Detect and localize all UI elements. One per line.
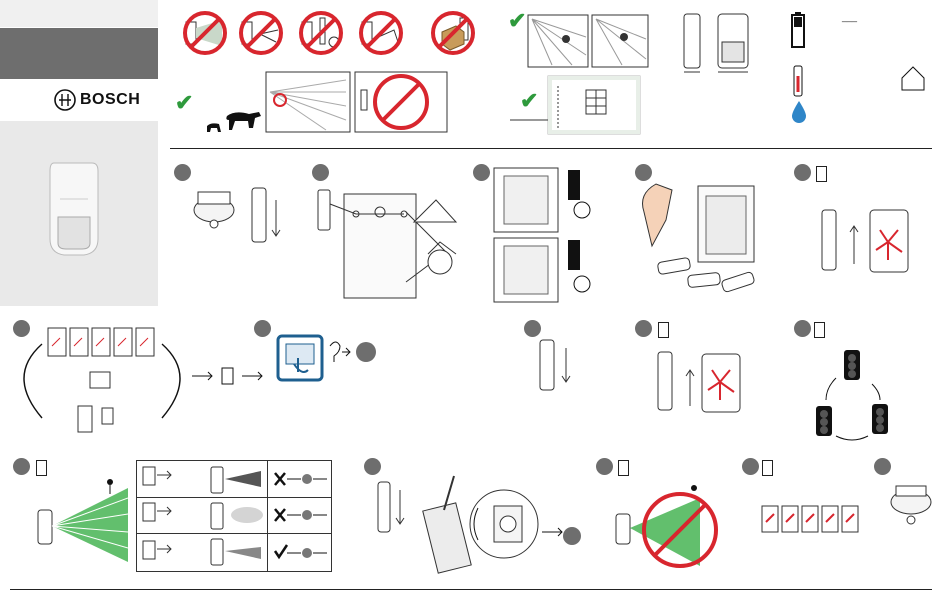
sidebar-grey-band [0, 28, 158, 79]
water-drop-icon [790, 100, 808, 124]
no-heat-source-icon [238, 10, 284, 56]
battery-icon [792, 12, 804, 48]
pet-corridor-diagram [266, 72, 350, 132]
step-marker [794, 320, 811, 337]
final-cover-illustration [888, 480, 934, 536]
battery-voltage-mark: ___ [842, 12, 857, 22]
walk-test-cycle-diagram [12, 326, 192, 436]
pcb-adjust-illustration [494, 168, 604, 302]
step-marker [174, 164, 191, 181]
table-row [137, 461, 331, 571]
step-marker [596, 458, 613, 475]
no-walk-test-icon [614, 484, 714, 574]
step-marker [254, 320, 271, 337]
wait-hourglass-icon [658, 322, 669, 338]
no-direct-sun-icon [182, 10, 228, 56]
product-panel [0, 121, 158, 306]
detector-dimensions [682, 12, 754, 74]
step-marker [312, 164, 329, 181]
no-pet-height-icon [355, 72, 447, 132]
brand-name: BOSCH [80, 91, 140, 109]
arrow-to-hourglass [192, 366, 272, 386]
step-marker [364, 458, 381, 475]
detector-product-image [48, 159, 100, 259]
close-cover-illustration [538, 338, 578, 394]
divider-top [170, 148, 932, 149]
bosch-logo-icon [54, 89, 76, 111]
wait-hourglass-icon [762, 460, 773, 476]
battery-insert-illustration [636, 180, 766, 298]
corner-room-diagram-2 [592, 15, 648, 67]
test-led-illustration-2 [656, 350, 746, 414]
corner-ok-check-icon: ✔ [508, 10, 526, 32]
traffic-light-cycle [806, 348, 896, 440]
step-marker [874, 458, 891, 475]
test-led-illustration [818, 206, 918, 276]
sensitivity-adjust-illustration [374, 476, 584, 576]
wait-hourglass-icon [816, 166, 827, 182]
step-marker [742, 458, 759, 475]
wait-hourglass-icon [618, 460, 629, 476]
step-marker [473, 164, 490, 181]
step-marker [635, 320, 652, 337]
step-marker [794, 164, 811, 181]
height-ok-check-icon: ✔ [520, 90, 538, 112]
coverage-pattern-diagram [36, 474, 132, 574]
sensitivity-table [136, 460, 332, 572]
step-marker [524, 320, 541, 337]
no-obstruction-box-icon [430, 10, 476, 56]
led-blink-sequence [760, 504, 860, 534]
no-thermometer-gear-icon [298, 10, 344, 56]
mounting-base-illustration [316, 182, 466, 300]
prohibited-installations [180, 8, 480, 64]
divider-bottom [10, 589, 932, 590]
house-icon [900, 64, 926, 92]
touch-config-icon [276, 334, 380, 384]
no-moving-object-icon [358, 10, 404, 56]
corner-room-diagram-1 [528, 15, 588, 67]
wait-hourglass-icon [814, 322, 825, 338]
thermometer-icon [792, 66, 804, 98]
sidebar-top-band [0, 0, 158, 27]
pets-icon [205, 106, 265, 136]
cover-opening-illustration [190, 180, 280, 256]
pet-ok-check-icon: ✔ [175, 92, 193, 114]
step-marker [635, 164, 652, 181]
height-arrow [510, 118, 550, 138]
mounting-height-diagram [548, 76, 640, 134]
step-marker [13, 458, 30, 475]
